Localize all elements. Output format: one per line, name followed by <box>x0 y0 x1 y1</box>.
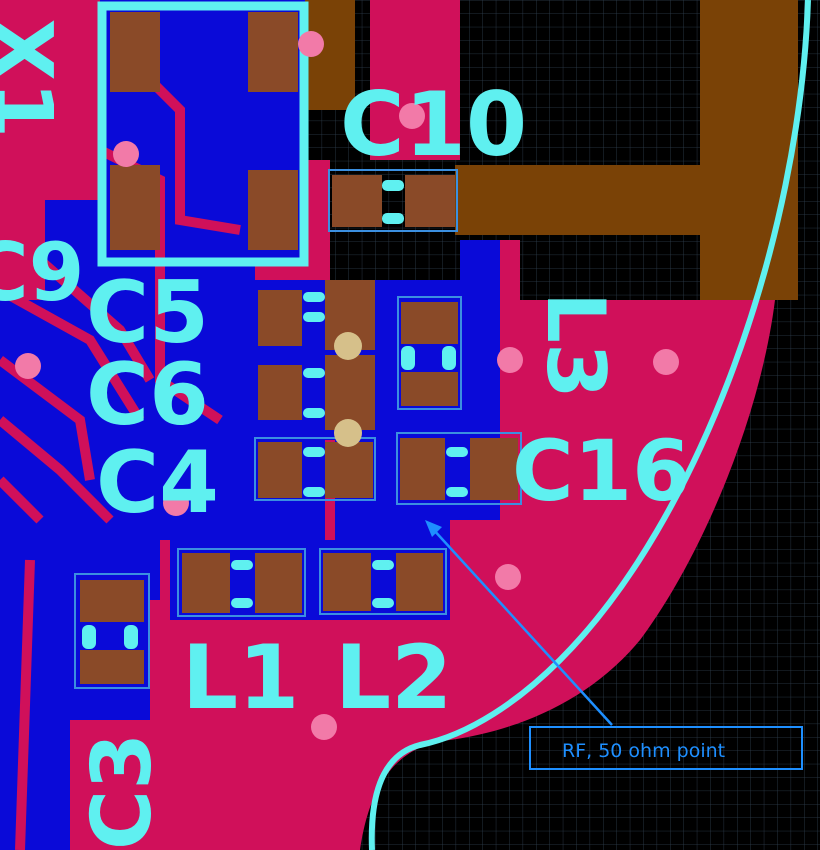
component-c6 <box>258 355 375 430</box>
crystal-x1-footprint <box>97 1 309 267</box>
annotation-arrow-head <box>425 520 442 537</box>
silkscreen-labels: C10 C9 C5 C6 C4 C16 L1 L2 L3 C3 X1 <box>0 18 691 850</box>
rf-annotation: RF, 50 ohm point <box>425 520 803 770</box>
component-c10 <box>328 169 458 232</box>
label-l3: L3 <box>529 292 622 399</box>
component-l1 <box>177 548 306 617</box>
label-c6: C6 <box>86 345 209 445</box>
label-c5: C5 <box>86 263 209 363</box>
component-l2 <box>319 548 447 615</box>
label-c10: C10 <box>340 73 527 176</box>
board-outline <box>368 0 811 850</box>
label-c9: C9 <box>0 226 84 319</box>
annotation-box <box>529 726 803 770</box>
component-c16 <box>396 432 522 505</box>
annotation-arrow-line <box>431 527 613 726</box>
component-c5 <box>258 280 375 350</box>
component-c4 <box>254 437 376 501</box>
label-c16: C16 <box>512 422 691 520</box>
label-x1: X1 <box>0 18 69 138</box>
label-c4: C4 <box>96 433 219 533</box>
label-c3: C3 <box>75 733 170 850</box>
annotation-text: RF, 50 ohm point <box>562 740 725 762</box>
vias <box>15 31 679 740</box>
label-l2: L2 <box>335 626 452 729</box>
label-l1: L1 <box>182 626 299 729</box>
component-l3 <box>397 296 462 410</box>
component-c3 <box>74 573 150 689</box>
